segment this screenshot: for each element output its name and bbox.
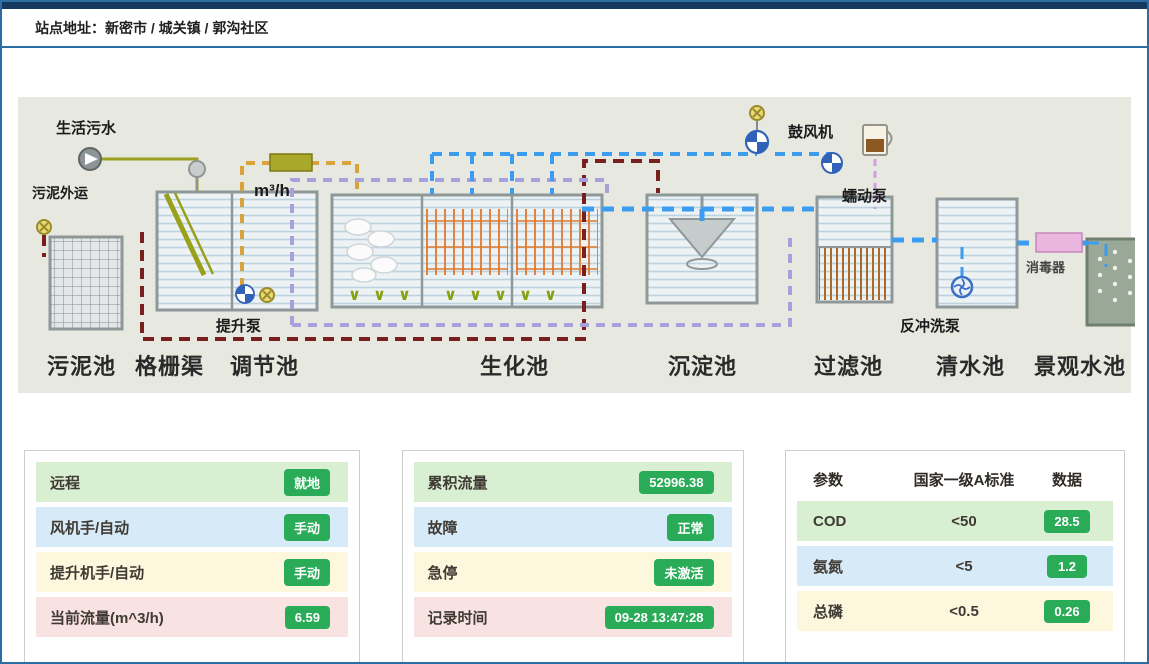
current-flow-value: 6.59 bbox=[284, 605, 330, 629]
quality-header-data: 数据 bbox=[1051, 471, 1082, 489]
bio-tank: ∨ ∨ ∨ ∨ ∨ ∨ ∨ ∨ bbox=[330, 193, 604, 309]
row-remote: 远程 就地 bbox=[36, 462, 348, 502]
row-record-time-label: 记录时间 bbox=[427, 609, 488, 627]
unit-label-filter-pool: 过滤池 bbox=[814, 354, 884, 379]
filter-tank bbox=[815, 195, 894, 304]
unit-label-landscape-pool: 景观水池 bbox=[1034, 354, 1127, 379]
peristaltic-pump-label: 蠕动泵 bbox=[842, 188, 888, 205]
row-remote-label: 远程 bbox=[50, 474, 81, 492]
quality-panel-card: 参数 国家一级A标准 数据 COD <50 28.5 氨氮 <5 1.2 总磷 … bbox=[785, 450, 1125, 662]
record-time-value: 09-28 13:47:28 bbox=[604, 605, 714, 629]
ammonia-value: 1.2 bbox=[1047, 554, 1087, 578]
process-flow-diagram: ∨ ∨ ∨ ∨ ∨ ∨ ∨ ∨ bbox=[18, 97, 1135, 393]
unit-label-regulating-pool: 调节池 bbox=[230, 354, 300, 379]
site-address-bar: 站点地址：新密市 / 城关镇 / 郭沟社区 bbox=[2, 9, 1147, 48]
flow-meter-icon bbox=[269, 153, 313, 172]
clean-water-tank bbox=[935, 197, 1019, 309]
svg-text:∨: ∨ bbox=[519, 285, 532, 304]
backwash-pump-icon bbox=[950, 275, 974, 299]
unit-label-clean-pool: 清水池 bbox=[936, 354, 1006, 379]
svg-text:∨: ∨ bbox=[373, 285, 386, 304]
row-lift-mode: 提升机手/自动 手动 bbox=[36, 552, 348, 592]
process-flow-svg: ∨ ∨ ∨ ∨ ∨ ∨ ∨ ∨ bbox=[36, 105, 1135, 341]
ammonia-standard: <5 bbox=[955, 557, 973, 575]
pipe-inflow bbox=[101, 157, 199, 192]
blower-label: 鼓风机 bbox=[788, 124, 834, 141]
site-breadcrumb: 站点地址：新密市 / 城关镇 / 郭沟社区 bbox=[35, 19, 269, 36]
row-total-flow-label: 累积流量 bbox=[427, 474, 488, 492]
unit-label-screen-channel: 格栅渠 bbox=[135, 354, 205, 379]
fault-status-badge: 正常 bbox=[667, 513, 714, 541]
row-fan-mode-label: 风机手/自动 bbox=[50, 519, 130, 537]
inflow-pump-icon bbox=[78, 147, 102, 171]
row-current-flow: 当前流量(m^3/h) 6.59 bbox=[36, 597, 348, 637]
svg-text:∨: ∨ bbox=[494, 285, 507, 304]
total-flow-value: 52996.38 bbox=[639, 470, 714, 494]
dosing-beaker-icon bbox=[862, 124, 893, 156]
svg-text:∨: ∨ bbox=[348, 285, 361, 304]
remote-mode-toggle[interactable]: 就地 bbox=[283, 468, 330, 496]
backwash-pump-label: 反冲洗泵 bbox=[900, 318, 961, 335]
quality-row-cod: COD <50 28.5 bbox=[797, 501, 1113, 541]
pipe-sludge bbox=[42, 159, 660, 341]
unit-label-sludge-pool: 污泥池 bbox=[47, 354, 117, 379]
control-panel-card: 远程 就地 风机手/自动 手动 提升机手/自动 手动 当前流量(m^3/h) 6… bbox=[24, 450, 360, 662]
sludge-out-label: 污泥外运 bbox=[32, 185, 88, 201]
landscape-pond bbox=[1085, 237, 1135, 327]
lift-valve-icon bbox=[259, 287, 275, 303]
flow-unit-label: m³/h bbox=[254, 181, 290, 200]
quality-row-phosphorus: 总磷 <0.5 0.26 bbox=[797, 591, 1113, 631]
lift-mode-toggle[interactable]: 手动 bbox=[283, 558, 330, 586]
blower-fan2-icon bbox=[821, 152, 843, 174]
row-fan-mode: 风机手/自动 手动 bbox=[36, 507, 348, 547]
data-panels: 远程 就地 风机手/自动 手动 提升机手/自动 手动 当前流量(m^3/h) 6… bbox=[2, 450, 1147, 662]
ammonia-param-label: 氨氮 bbox=[813, 558, 844, 576]
row-fault: 故障 正常 bbox=[413, 507, 732, 547]
blower-fan-icon bbox=[744, 129, 770, 155]
phosphorus-param-label: 总磷 bbox=[813, 603, 844, 621]
lift-pump-icon bbox=[235, 284, 255, 304]
cod-param-label: COD bbox=[813, 512, 847, 530]
quality-row-ammonia: 氨氮 <5 1.2 bbox=[797, 546, 1113, 586]
svg-text:∨: ∨ bbox=[444, 285, 457, 304]
pipe-water bbox=[582, 206, 1108, 279]
disinfector-icon bbox=[1035, 232, 1083, 253]
float-ball-icon bbox=[188, 160, 206, 192]
svg-text:∨: ∨ bbox=[469, 285, 482, 304]
row-estop-label: 急停 bbox=[427, 564, 458, 582]
lift-pump-label: 提升泵 bbox=[216, 318, 262, 335]
top-navy-strip bbox=[2, 2, 1147, 9]
sludge-tank bbox=[48, 235, 124, 331]
sludge-valve-icon bbox=[36, 219, 52, 235]
inflow-label: 生活污水 bbox=[56, 120, 117, 137]
row-record-time: 记录时间 09-28 13:47:28 bbox=[413, 597, 732, 637]
disinfector-label: 消毒器 bbox=[1026, 260, 1066, 275]
status-panel-card: 累积流量 52996.38 故障 正常 急停 未激活 记录时间 09-28 13… bbox=[401, 450, 744, 662]
unit-label-bio-pool: 生化池 bbox=[480, 354, 550, 379]
svg-text:∨: ∨ bbox=[398, 285, 411, 304]
row-current-flow-label: 当前流量(m^3/h) bbox=[50, 609, 164, 627]
quality-header-param: 参数 bbox=[813, 471, 844, 489]
blower-valve-icon bbox=[749, 105, 765, 121]
quality-header-row: 参数 国家一级A标准 数据 bbox=[797, 462, 1113, 496]
svg-text:∨: ∨ bbox=[544, 285, 557, 304]
phosphorus-value: 0.26 bbox=[1044, 599, 1090, 623]
row-total-flow: 累积流量 52996.38 bbox=[413, 462, 732, 502]
quality-header-standard: 国家一级A标准 bbox=[913, 471, 1015, 489]
cod-standard: <50 bbox=[951, 512, 977, 530]
pipe-recycle bbox=[290, 178, 792, 327]
row-estop: 急停 未激活 bbox=[413, 552, 732, 592]
fan-mode-toggle[interactable]: 手动 bbox=[283, 513, 330, 541]
row-fault-label: 故障 bbox=[427, 519, 458, 537]
row-lift-mode-label: 提升机手/自动 bbox=[50, 564, 145, 582]
phosphorus-standard: <0.5 bbox=[949, 602, 979, 620]
unit-label-sedimentation: 沉淀池 bbox=[668, 354, 738, 379]
cod-value: 28.5 bbox=[1044, 509, 1090, 533]
estop-status-badge: 未激活 bbox=[654, 558, 714, 586]
